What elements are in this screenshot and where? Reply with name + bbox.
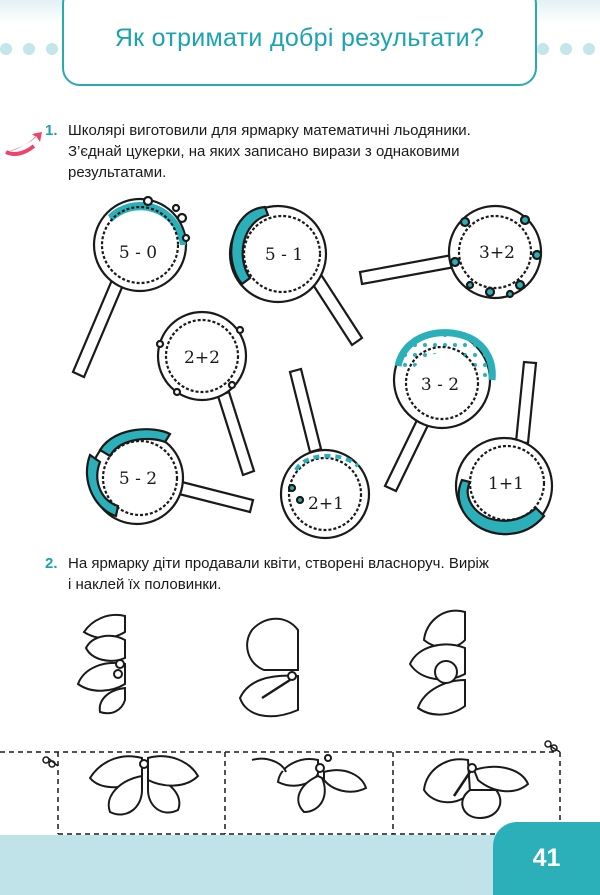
lollipop-expression: 5 - 2	[119, 469, 157, 489]
flower-half-1	[76, 614, 126, 715]
lollipop-expression: 3 - 2	[421, 375, 459, 395]
task-text-line: і наклей їх половинки.	[68, 576, 222, 593]
lollipop-4[interactable]	[155, 310, 256, 477]
task-text-line: результатами.	[68, 164, 167, 181]
lollipop-5[interactable]	[383, 329, 496, 493]
arrow-pointer-icon	[5, 132, 42, 156]
title-box: Як отримати добрі результати?	[62, 0, 537, 86]
task-number: 2.	[45, 555, 58, 572]
lollipop-expression: 5 - 1	[265, 245, 303, 265]
flower-half-2	[238, 617, 299, 718]
cut-out-strip	[0, 751, 561, 835]
lollipop-8[interactable]	[454, 360, 554, 536]
lollipop-7[interactable]	[279, 367, 371, 540]
decor-dots-right	[537, 43, 600, 55]
lollipop-6[interactable]	[85, 428, 255, 526]
task-text-line: З’єднай цукерки, на яких записано вирази…	[68, 143, 460, 160]
lollipop-2[interactable]	[228, 204, 364, 347]
task-number: 1.	[45, 122, 58, 139]
lollipop-expression: 2+1	[308, 494, 344, 514]
lollipop-3[interactable]	[358, 204, 543, 300]
page-number: 41	[532, 844, 561, 872]
lollipop-expression: 5 - 0	[119, 243, 157, 263]
task-text-line: Школярі виготовили для ярмарку математич…	[68, 122, 471, 139]
page-title: Як отримати добрі результати?	[114, 24, 485, 52]
lollipop-expression: 2+2	[184, 348, 220, 368]
lollipop-expression: 1+1	[488, 474, 524, 494]
flower-halves-top	[76, 609, 466, 718]
lollipop-expression: 3+2	[479, 243, 515, 263]
flower-half-3	[408, 609, 466, 716]
page-number-tab: 41	[493, 822, 600, 895]
lollipop-1[interactable]	[71, 195, 191, 379]
task-text-line: На ярмарку діти продавали квіти, створен…	[68, 555, 489, 572]
flower-halves-bottom	[88, 754, 530, 820]
